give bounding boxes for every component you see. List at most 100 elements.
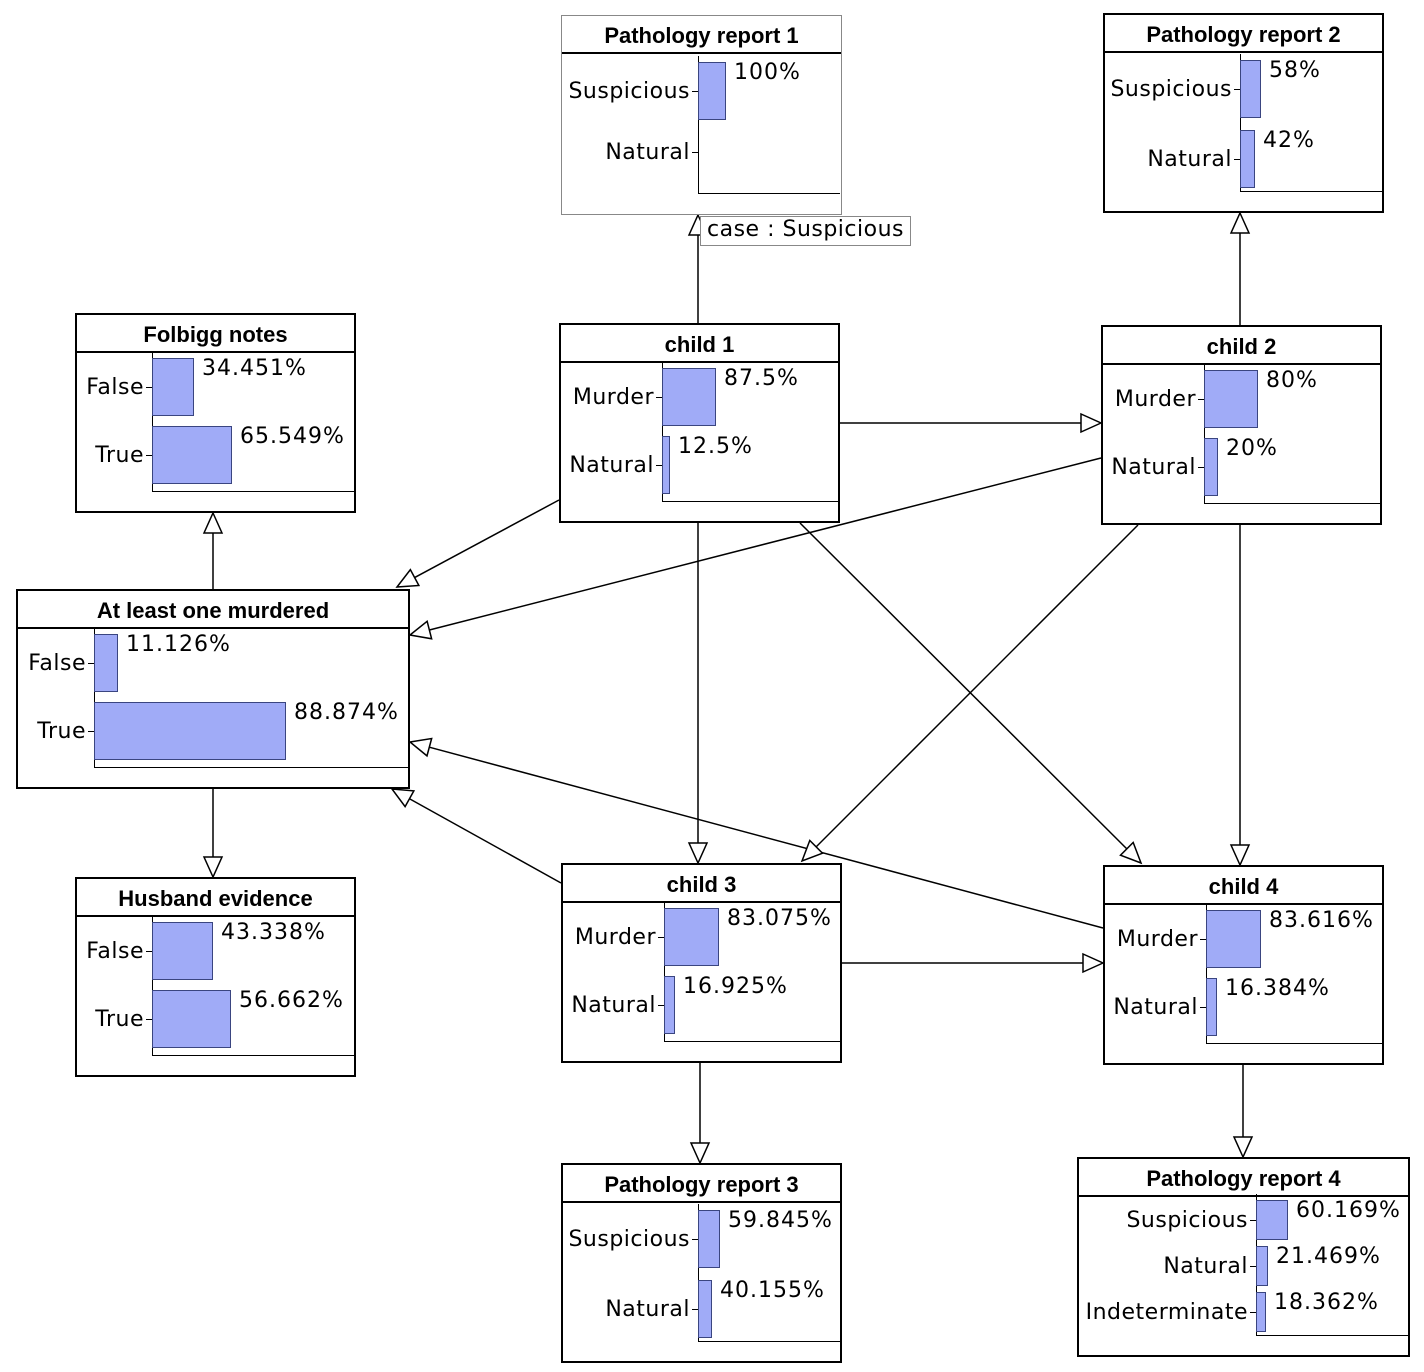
probability-bar: [152, 922, 213, 980]
probability-value: 42%: [1263, 128, 1315, 153]
arrowhead-atleast-to-husband: [202, 856, 224, 879]
arrowhead-child2-to-atleast: [408, 620, 433, 640]
edge-child1-to-atleast: [414, 499, 560, 579]
state-label: Natural: [571, 993, 656, 1018]
arrowhead-child3-to-atleast: [390, 788, 416, 808]
probability-bar: [1256, 1292, 1266, 1332]
probability-value: 83.616%: [1269, 908, 1374, 933]
probability-value: 56.662%: [239, 988, 344, 1013]
state-label: Natural: [569, 453, 654, 478]
probability-value: 83.075%: [727, 906, 832, 931]
state-tick: [1198, 467, 1205, 468]
edge-child2-to-atleast: [429, 457, 1102, 631]
state-baseline: [152, 1055, 354, 1056]
probability-bar: [662, 436, 670, 494]
probability-bar: [152, 990, 231, 1048]
probability-value: 21.469%: [1276, 1244, 1381, 1269]
state-label: Natural: [1163, 1254, 1248, 1279]
probability-value: 12.5%: [678, 434, 753, 459]
probability-bar: [662, 368, 716, 426]
state-tick: [1250, 1312, 1257, 1313]
state-label: True: [95, 1007, 144, 1032]
state-tick: [692, 1239, 699, 1240]
state-tick: [1200, 1007, 1207, 1008]
arrowhead-atleast-to-folbigg: [202, 511, 224, 534]
probability-bar: [1206, 978, 1217, 1036]
state-axis: [1206, 904, 1207, 1043]
probability-bar: [1256, 1246, 1268, 1286]
arrowhead-child1-to-atleast: [395, 568, 421, 588]
state-axis: [94, 628, 95, 767]
probability-bar: [94, 702, 286, 760]
state-label: False: [86, 939, 144, 964]
state-label: Murder: [1114, 387, 1196, 412]
arrowhead-child3-to-path3: [689, 1142, 711, 1165]
state-label: False: [28, 651, 86, 676]
state-tick: [692, 152, 699, 153]
probability-value: 58%: [1269, 58, 1321, 83]
probability-bar: [1240, 60, 1261, 118]
state-tick: [692, 1309, 699, 1310]
probability-value: 100%: [734, 60, 801, 85]
probability-bar: [152, 426, 232, 484]
state-label: Natural: [1111, 455, 1196, 480]
state-baseline: [698, 1341, 840, 1342]
arrowhead-child2-to-child4: [1229, 844, 1251, 867]
state-axis: [1240, 54, 1241, 191]
probability-value: 16.384%: [1225, 976, 1330, 1001]
probability-bar: [664, 908, 719, 966]
state-baseline: [662, 501, 838, 502]
state-baseline: [664, 1041, 840, 1042]
edge-child4-to-atleast: [429, 746, 1104, 929]
state-label: Natural: [605, 1297, 690, 1322]
state-label: Murder: [572, 385, 654, 410]
evidence-case-tag: case : Suspicious: [700, 216, 911, 246]
state-tick: [692, 91, 699, 92]
node-title: Pathology report 2: [1105, 15, 1382, 53]
state-label: Indeterminate: [1085, 1300, 1248, 1325]
edge-child2-to-child3: [815, 524, 1139, 848]
state-baseline: [1256, 1335, 1408, 1336]
probability-bar: [1256, 1200, 1288, 1240]
node-title: child 3: [563, 865, 840, 903]
state-baseline: [152, 491, 354, 492]
state-baseline: [94, 767, 408, 768]
state-axis: [664, 902, 665, 1041]
arrowhead-child2-to-path2: [1229, 211, 1251, 234]
probability-bar: [94, 634, 118, 692]
state-label: Suspicious: [568, 1227, 690, 1252]
probability-value: 34.451%: [202, 356, 307, 381]
probability-value: 11.126%: [126, 632, 231, 657]
state-tick: [88, 663, 95, 664]
state-axis: [1204, 364, 1205, 503]
state-axis: [152, 352, 153, 491]
state-tick: [146, 1019, 153, 1020]
state-tick: [1250, 1220, 1257, 1221]
arrowhead-child2-to-child3: [800, 839, 824, 863]
state-label: False: [86, 375, 144, 400]
arrowhead-child1-to-child4: [1119, 841, 1143, 865]
state-tick: [1234, 89, 1241, 90]
state-axis: [662, 362, 663, 501]
state-baseline: [1204, 503, 1380, 504]
probability-value: 40.155%: [720, 1278, 825, 1303]
probability-value: 88.874%: [294, 700, 399, 725]
state-label: Murder: [574, 925, 656, 950]
state-tick: [88, 731, 95, 732]
probability-bar: [1204, 438, 1218, 496]
state-label: Natural: [1147, 147, 1232, 172]
node-path4[interactable]: Pathology report 4: [1077, 1157, 1410, 1357]
edge-child1-to-child4: [799, 522, 1128, 850]
state-tick: [1250, 1266, 1257, 1267]
node-child2[interactable]: child 2: [1101, 325, 1382, 525]
probability-bar: [698, 1280, 712, 1338]
arrowhead-child3-to-child4: [1082, 952, 1105, 974]
probability-value: 80%: [1266, 368, 1318, 393]
state-axis: [152, 916, 153, 1055]
state-tick: [1200, 939, 1207, 940]
node-title: child 4: [1105, 867, 1382, 905]
state-axis: [698, 1204, 699, 1341]
probability-bar: [698, 62, 726, 120]
node-title: At least one murdered: [18, 591, 408, 629]
